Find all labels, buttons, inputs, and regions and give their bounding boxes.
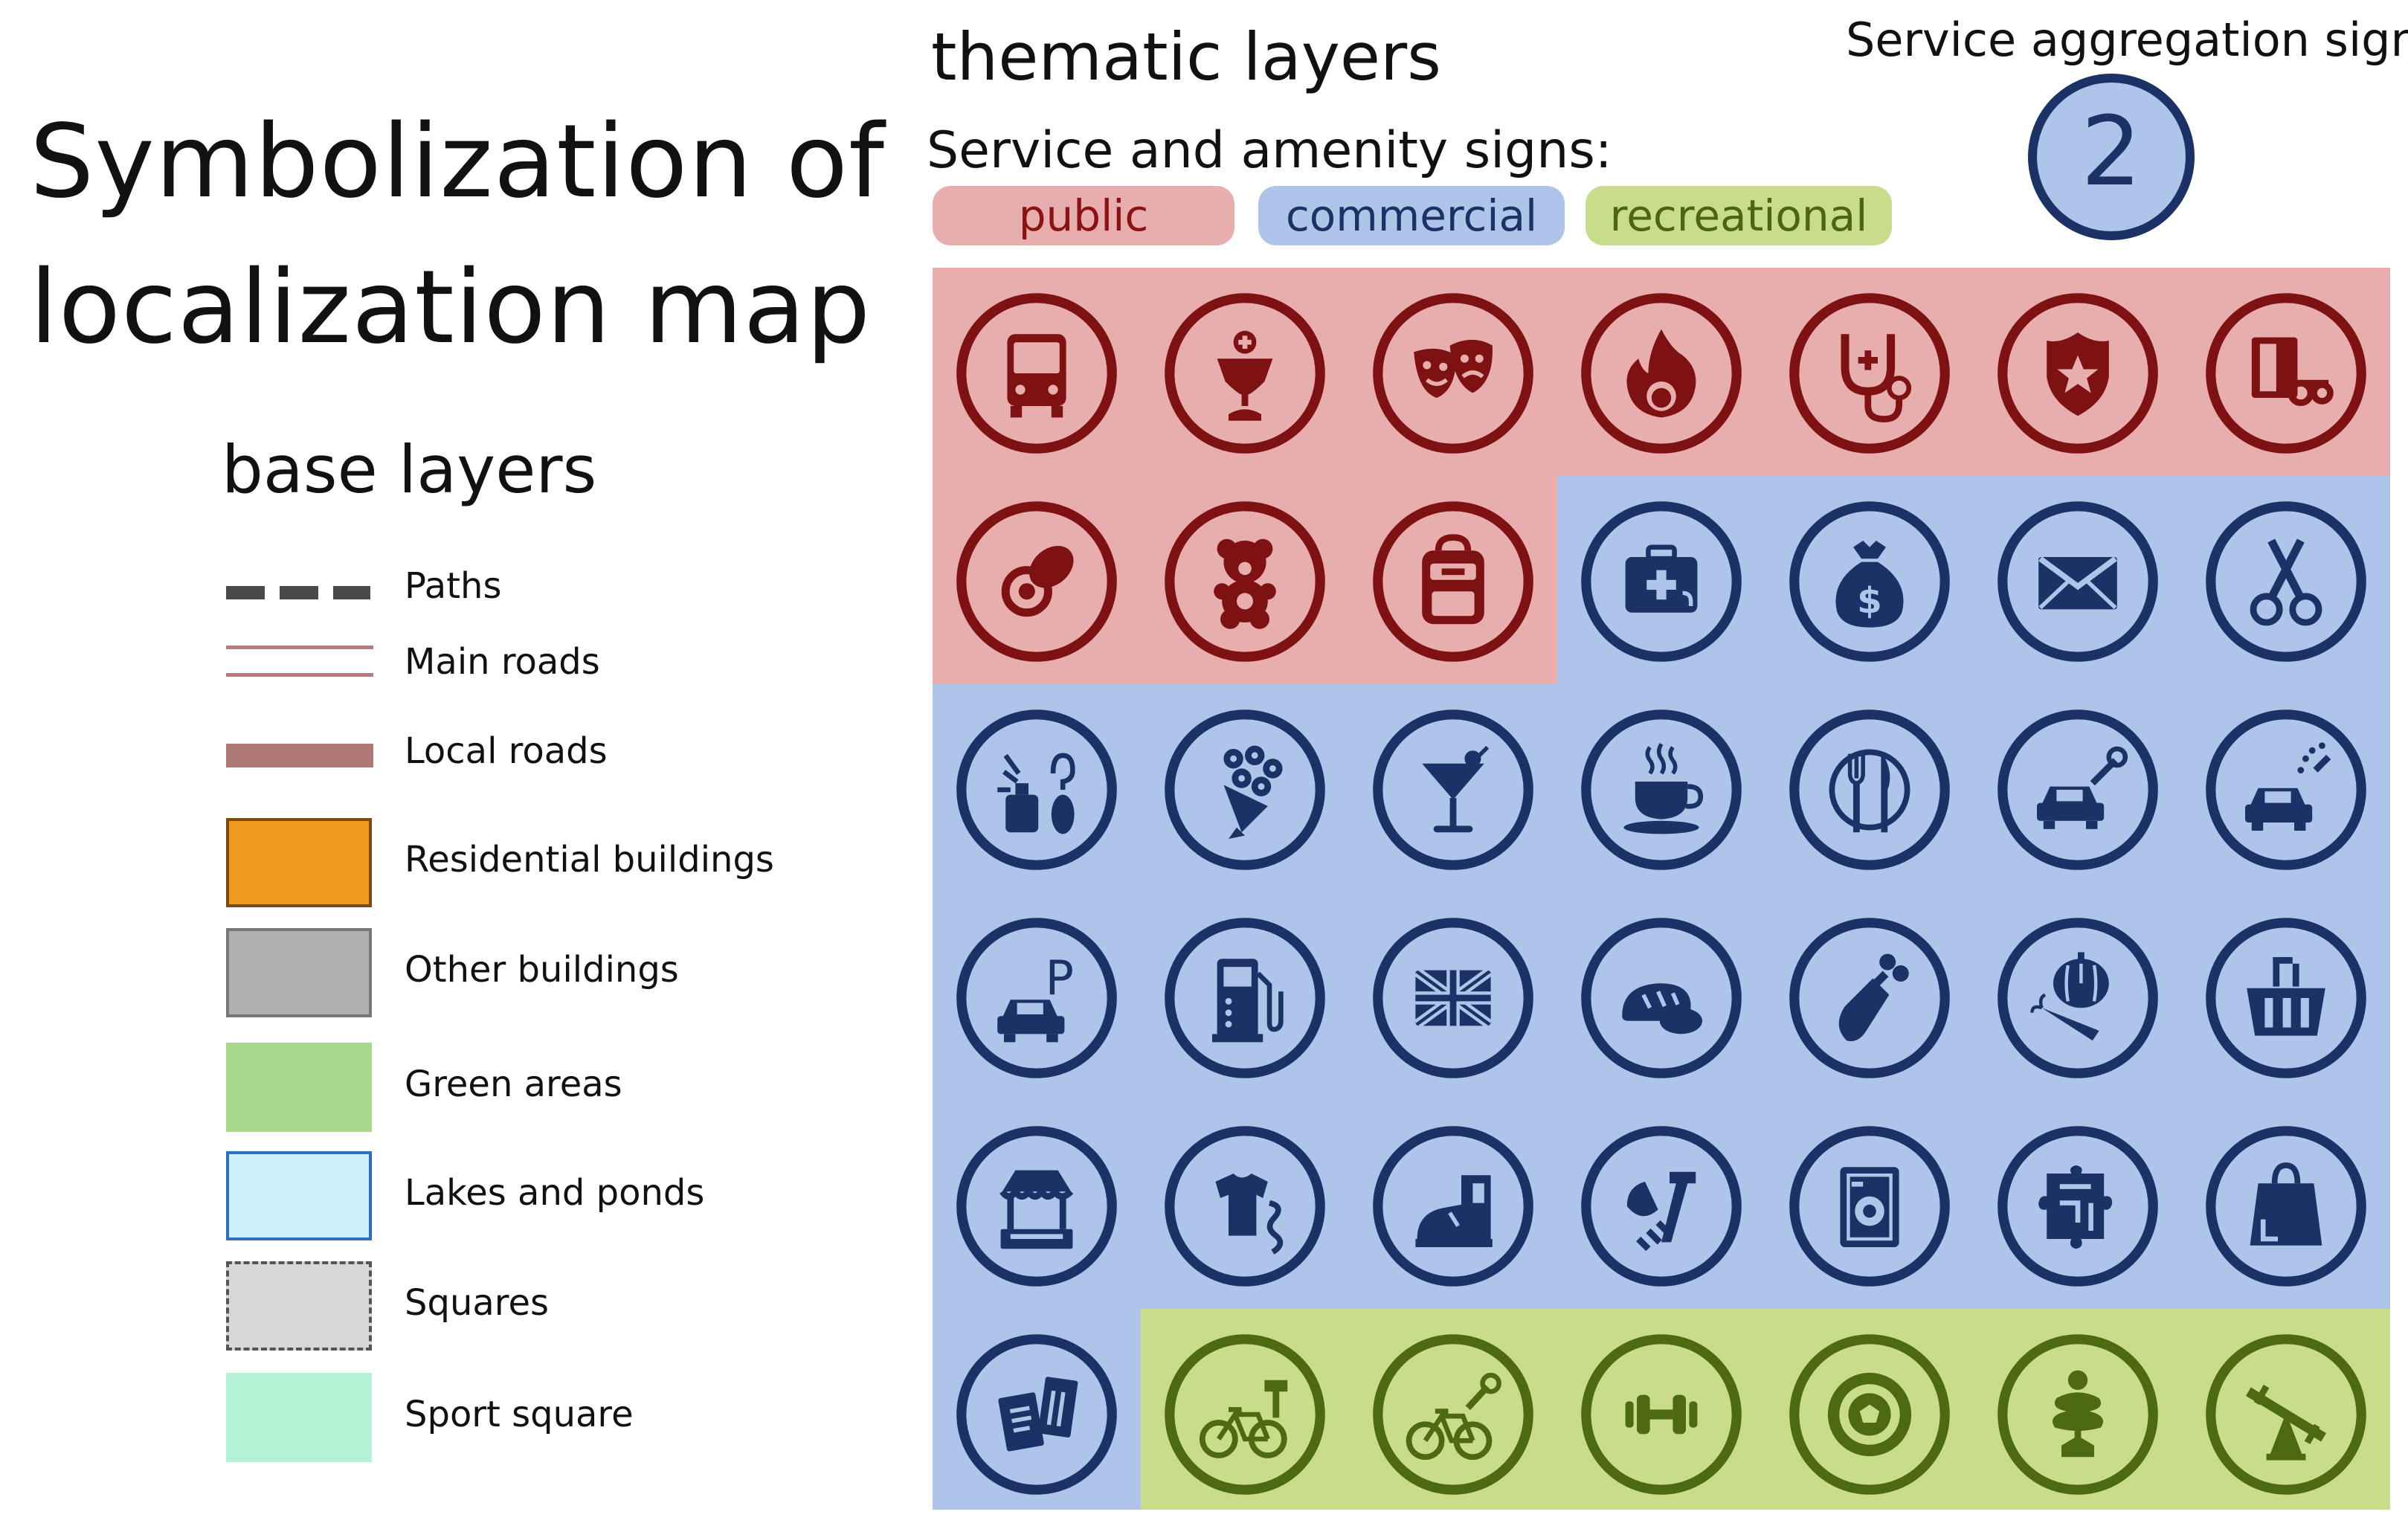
- lakes-and-ponds-swatch: [226, 1151, 372, 1240]
- money-bag-bank-icon: $: [1789, 501, 1950, 662]
- market-stall-icon: [956, 1126, 1117, 1287]
- legend-label: Main roads: [405, 641, 600, 683]
- legend-label: Local roads: [405, 730, 608, 772]
- flower-bouquet-icon: [1165, 709, 1325, 870]
- residential-buildings-swatch: [226, 818, 372, 907]
- legend-label: Sport square: [405, 1394, 634, 1435]
- legend-item-sport-square: Sport square: [226, 1373, 895, 1462]
- first-aid-kit-pharmacy-icon: [1581, 501, 1742, 662]
- sport-square-swatch: [226, 1373, 372, 1462]
- svg-text:P: P: [1046, 952, 1074, 1007]
- union-jack-flag-icon: [1373, 918, 1533, 1078]
- police-badge-icon: [1997, 293, 2158, 454]
- shoe-boot-icon: [1373, 1126, 1533, 1287]
- category-label-public: public: [1018, 190, 1149, 241]
- main-title-line-1: Symbolization of: [30, 103, 885, 221]
- church-chalice-icon: [1165, 293, 1325, 454]
- main-roads-symbol-icon: [226, 646, 373, 677]
- category-label-commercial: commercial: [1285, 190, 1538, 241]
- bicycle-rental-icon: [1165, 1334, 1325, 1495]
- legend-item-other-buildings: Other buildings: [226, 928, 895, 1017]
- legend-item-residential-buildings: Residential buildings: [226, 818, 895, 907]
- svg-text:$: $: [1857, 580, 1882, 622]
- legend-label: Lakes and ponds: [405, 1172, 705, 1214]
- theatre-masks-icon: [1373, 293, 1533, 454]
- thematic-layers-heading: thematic layers: [931, 19, 1441, 95]
- main-title: Symbolization of localization map: [30, 89, 892, 381]
- service-signs: $P: [956, 293, 2366, 1495]
- school-backpack-icon: [1373, 501, 1533, 662]
- bus-icon: [956, 293, 1117, 454]
- car-parking-icon: P: [956, 918, 1117, 1078]
- category-label-recreational: recreational: [1609, 190, 1868, 241]
- playground-slide-icon: [1997, 1334, 2158, 1495]
- puzzle-toys-icon: [1997, 1126, 2158, 1287]
- bread-bakery-icon: [1581, 918, 1742, 1078]
- legend-label: Squares: [405, 1282, 549, 1324]
- aggregation-sign-heading: Service aggregation sign: [1846, 13, 2408, 67]
- stethoscope-doctor-icon: [1789, 293, 1950, 454]
- squares-swatch: [226, 1261, 372, 1351]
- plate-fork-knife-restaurant-icon: [1789, 709, 1950, 870]
- legend-item-main-roads: Main roads: [226, 641, 895, 730]
- category-pill-public: public: [933, 186, 1234, 245]
- green-areas-swatch: [226, 1043, 372, 1132]
- seesaw-playground-icon: [2206, 1334, 2366, 1495]
- shopping-bag-icon: [2206, 1126, 2366, 1287]
- cocktail-bar-icon: [1373, 709, 1533, 870]
- category-backgrounds: [933, 268, 2390, 1510]
- legend-item-green-areas: Green areas: [226, 1043, 895, 1132]
- category-pill-recreational: recreational: [1586, 186, 1892, 245]
- car-wash-icon: [2206, 709, 2366, 870]
- aggregation-sign: 2: [2028, 74, 2195, 240]
- coffee-cup-cafe-icon: [1581, 709, 1742, 870]
- fire-station-icon: [1581, 293, 1742, 454]
- newspaper-kiosk-icon: [956, 1334, 1117, 1495]
- base-layers-heading: base layers: [222, 431, 597, 508]
- perfume-cosmetics-icon: [956, 709, 1117, 870]
- washing-machine-laundry-icon: [1789, 1126, 1950, 1287]
- pumpkin-carrot-greengrocer-icon: [1997, 918, 2158, 1078]
- legend-item-local-roads: Local roads: [226, 726, 895, 815]
- dumbbell-gym-icon: [1581, 1334, 1742, 1495]
- scissors-hairdresser-icon: [2206, 501, 2366, 662]
- main-title-line-2: localization map: [30, 249, 872, 367]
- document-stamp-icon: [2206, 293, 2366, 454]
- football-pitch-icon: [1789, 1334, 1950, 1495]
- local-roads-symbol-icon: [226, 744, 373, 767]
- shopping-basket-icon: [2206, 918, 2366, 1078]
- category-pill-commercial: commercial: [1258, 186, 1565, 245]
- fuel-pump-icon: [1165, 918, 1325, 1078]
- legend-label: Other buildings: [405, 949, 679, 991]
- legend-label: Residential buildings: [405, 839, 774, 881]
- other-buildings-swatch: [226, 928, 372, 1017]
- legend-item-lakes-and-ponds: Lakes and ponds: [226, 1151, 895, 1240]
- legend-item-paths: Paths: [226, 556, 895, 646]
- bicycle-repair-icon: [1373, 1334, 1533, 1495]
- aggregation-sign-value: 2: [2081, 97, 2141, 207]
- service-signs-heading: Service and amenity signs:: [927, 121, 1612, 180]
- recreational-area-background: [1141, 1309, 2390, 1510]
- paths-symbol-icon: [226, 586, 370, 599]
- legend-label: Green areas: [405, 1063, 622, 1105]
- tshirt-clothing-icon: [1165, 1126, 1325, 1287]
- aggregation-sign-circle: [2028, 74, 2195, 240]
- meat-leg-butcher-icon: [1789, 918, 1950, 1078]
- teddy-bear-kindergarten-icon: [1165, 501, 1325, 662]
- legend-item-squares: Squares: [226, 1261, 895, 1351]
- pacifier-nursery-icon: [956, 501, 1117, 662]
- legend-label: Paths: [405, 565, 502, 607]
- envelope-post-icon: [1997, 501, 2158, 662]
- tools-hardware-icon: [1581, 1126, 1742, 1287]
- car-wrench-repair-icon: [1997, 709, 2158, 870]
